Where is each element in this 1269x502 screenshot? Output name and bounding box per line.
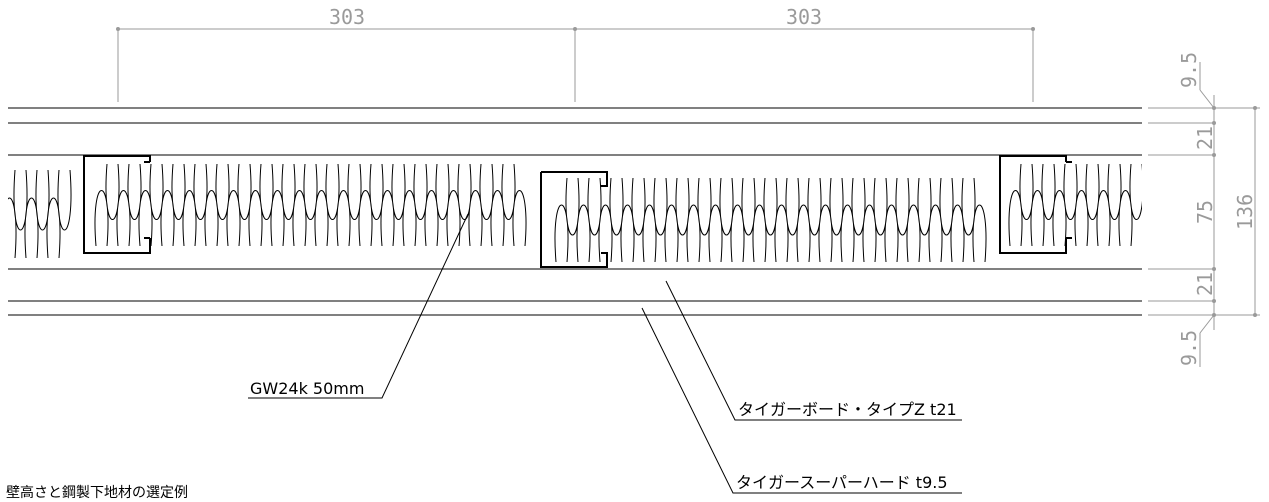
thickness-outer-bottom: 9.5 xyxy=(1177,330,1201,366)
thickness-inner-top: 21 xyxy=(1193,126,1217,150)
thickness-stud: 75 xyxy=(1193,200,1217,224)
stud-spacing-dimension: 303 303 xyxy=(116,5,1035,102)
insulation-label: GW24k 50mm xyxy=(250,379,364,398)
thickness-total: 136 xyxy=(1233,194,1257,230)
drawing-caption: 壁高さと鋼製下地材の選定例 xyxy=(6,484,188,501)
board-super-leader xyxy=(641,307,962,494)
thickness-inner-bottom: 21 xyxy=(1193,272,1217,296)
insulation-leader xyxy=(248,213,469,399)
glass-wool-insulation xyxy=(8,163,1142,263)
steel-stud-right xyxy=(999,155,1072,254)
insulation-and-studs xyxy=(8,155,1142,268)
annotations: GW24k 50mm タイガーボード・タイプZ t21 タイガースーパーハード … xyxy=(248,213,962,494)
board-layers xyxy=(8,107,1142,316)
board-z-leader xyxy=(665,280,962,421)
steel-stud-left xyxy=(83,155,151,254)
thickness-outer-top: 9.5 xyxy=(1177,52,1201,88)
steel-stud-center xyxy=(540,171,608,268)
spacing-right-value: 303 xyxy=(786,5,822,29)
board-z-label: タイガーボード・タイプZ t21 xyxy=(738,400,957,419)
spacing-left-value: 303 xyxy=(329,5,365,29)
thickness-dimensions: 9.5 21 75 21 136 9.5 xyxy=(1148,52,1260,367)
board-super-label: タイガースーパーハード t9.5 xyxy=(736,473,948,492)
